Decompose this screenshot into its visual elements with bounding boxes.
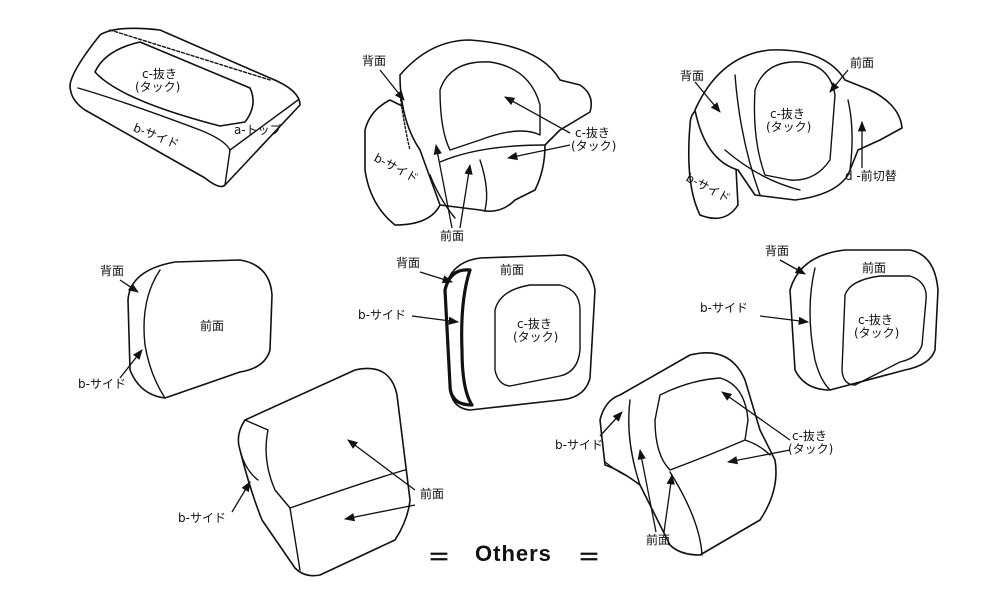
label-c-tuck-6: (タック): [854, 326, 900, 340]
cushion-a: [69, 27, 301, 188]
label-zenmen-2: 前面: [440, 229, 465, 243]
label-haimen-6: 背面: [765, 244, 790, 258]
label-c-tuck-3: (タック): [766, 120, 812, 134]
label-haimen-4: 背面: [100, 264, 125, 278]
label-c-tuck-2: (タック): [571, 139, 617, 153]
label-a-top: a-トップ: [234, 123, 282, 137]
backrest-bottom-left: [237, 367, 411, 577]
footer-others: Others: [475, 541, 552, 566]
footer-equals-right: ＝: [578, 546, 602, 571]
label-c-tuck-8: (タック): [788, 442, 834, 456]
label-zenmen-3: 前面: [850, 56, 875, 70]
label-b-side-4: b-サイド: [78, 377, 126, 391]
footer-equals-left: ＝: [428, 546, 452, 571]
backrest-center: [443, 254, 596, 411]
label-c-nuki-5: c-抜き: [517, 317, 552, 331]
label-zenmen-5: 前面: [500, 263, 525, 277]
label-haimen-5: 背面: [396, 256, 421, 270]
label-b-side-8: b-サイド: [555, 438, 603, 452]
backrest-left: [127, 259, 273, 399]
label-c-tuck-5: (タック): [513, 330, 559, 344]
seat-top-right: [688, 49, 903, 220]
backrest-right: [789, 249, 939, 391]
label-b-side-5: b-サイド: [358, 308, 406, 322]
label-c-nuki-3: c-抜き: [770, 107, 805, 121]
label-c-nuki-6: c-抜き: [858, 313, 893, 327]
label-c-nuki-1: c-抜き: [142, 67, 177, 81]
label-c-nuki-2: c-抜き: [575, 126, 610, 140]
callout-arrows: [119, 69, 867, 533]
label-zenmen-6: 前面: [862, 261, 887, 275]
label-zenmen-4: 前面: [200, 319, 225, 333]
label-haimen-3: 背面: [680, 69, 705, 83]
label-d-maekiri: d -前切替: [845, 169, 897, 183]
label-haimen-2: 背面: [362, 54, 387, 68]
label-zenmen-8: 前面: [646, 533, 671, 547]
seat-bottom-right: [599, 351, 777, 556]
label-c-tuck-1: (タック): [135, 80, 181, 94]
label-zenmen-7: 前面: [420, 487, 445, 501]
label-b-side-6: b-サイド: [700, 301, 748, 315]
label-c-nuki-8: c-抜き: [792, 429, 827, 443]
seat-top-center: [364, 39, 593, 226]
label-b-side-7: b-サイド: [178, 511, 226, 525]
